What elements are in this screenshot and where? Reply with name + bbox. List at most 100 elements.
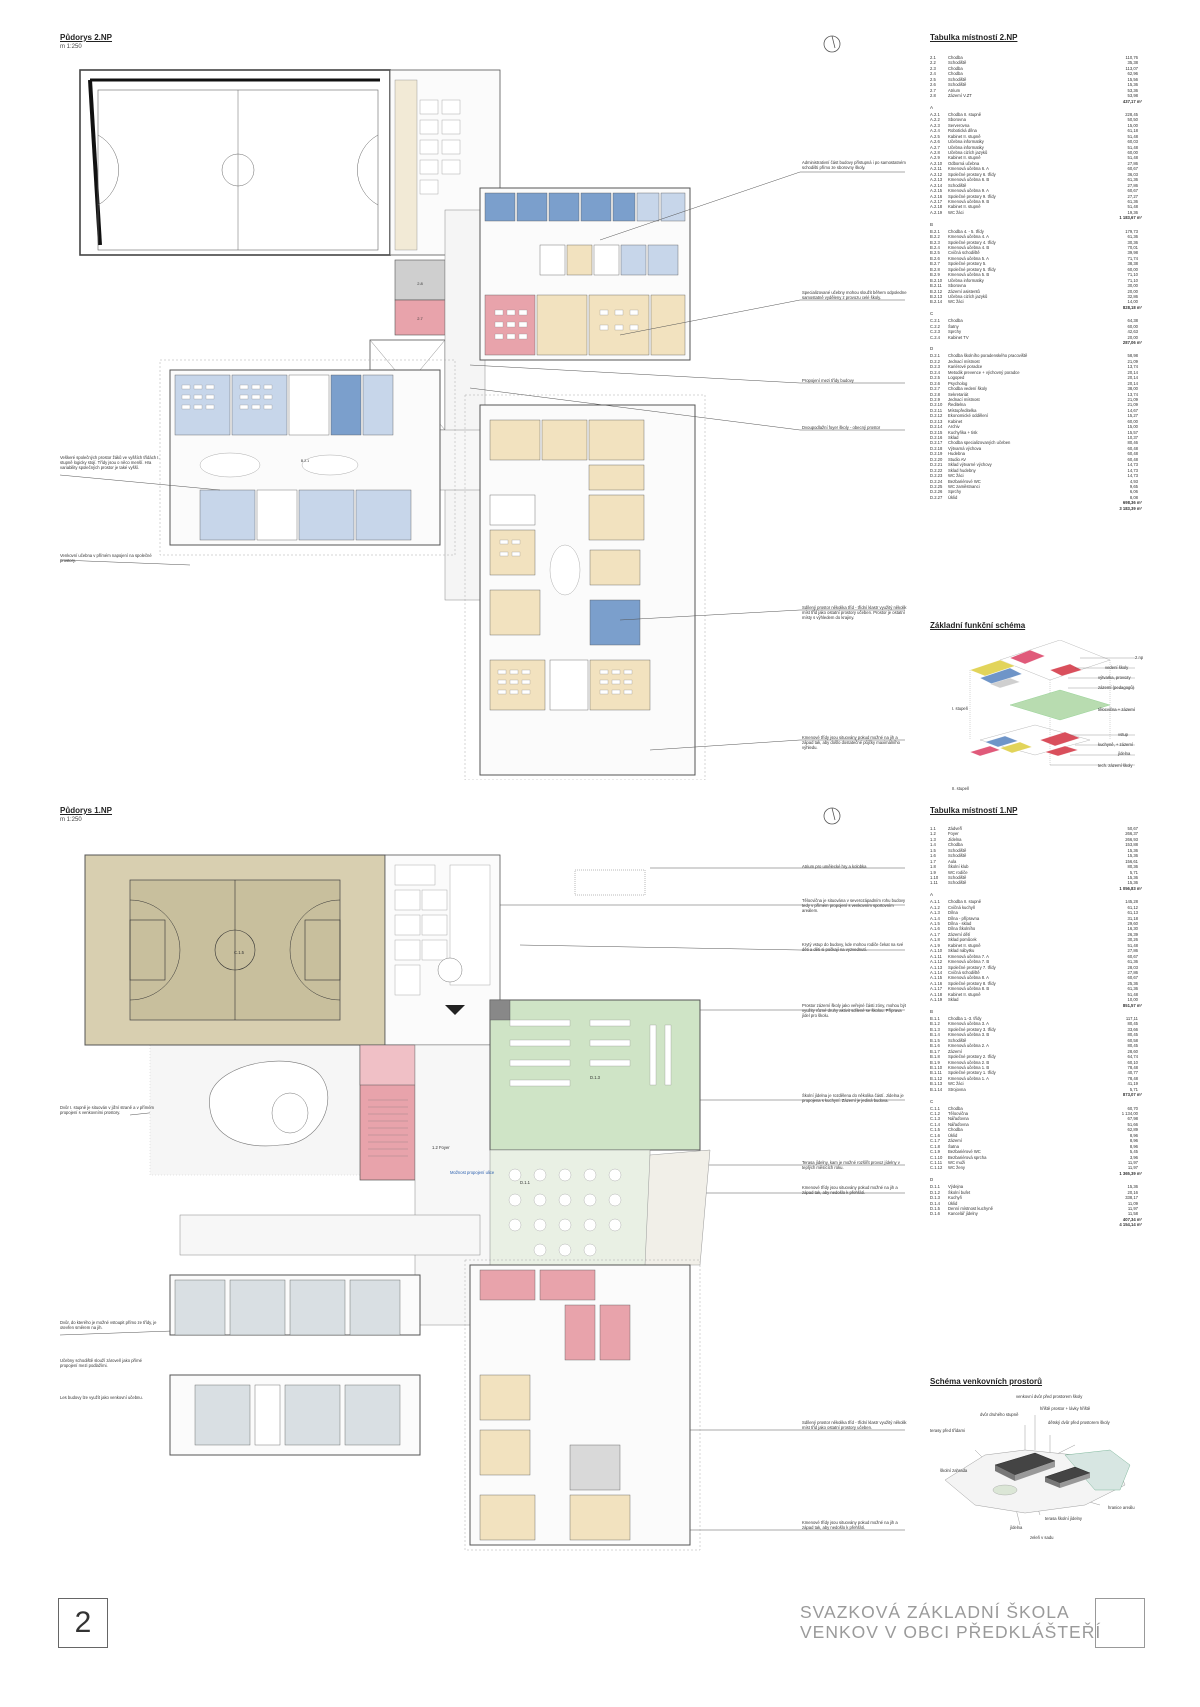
room-name: Kabinet II. stupně: [948, 942, 981, 948]
room-area: 78,48: [1127, 1064, 1138, 1070]
schema-functional-title: Základní funkční schéma: [930, 621, 1026, 630]
room-area: 27,86: [1127, 182, 1138, 188]
room-group-total: 1 365,39 m²: [1119, 1170, 1142, 1176]
room-area: 6,06: [1129, 489, 1138, 495]
room-area: 117,11: [1125, 1016, 1138, 1021]
room-code: B.1.4: [930, 1032, 940, 1038]
room-name: Úklid: [948, 1200, 958, 1206]
room-code: D.2.21: [930, 462, 943, 468]
room-area: 8,96: [1129, 1132, 1138, 1138]
room-area: 20,00: [1127, 334, 1138, 340]
room-code: B.1.6: [930, 1043, 940, 1049]
room-code: A.1.18: [930, 991, 943, 997]
room-code: C.1.3: [930, 1116, 941, 1122]
room-code: D.2.4: [930, 369, 941, 375]
room-area: 11,97: [1127, 1159, 1138, 1165]
schema-label: II. stupeň: [952, 786, 970, 791]
room-grand-total: 4 154,14 m²: [1119, 1222, 1142, 1228]
room-name: Kabinet II. stupně: [948, 204, 981, 210]
room-name: Místopředitelka: [948, 407, 977, 413]
schema-label: tělocvična + zázemí: [1098, 707, 1135, 712]
room-area: 78,48: [1127, 1075, 1138, 1081]
room-area: 21,09: [1127, 396, 1138, 402]
room-code: 1.4: [930, 842, 936, 848]
room-code: D.2.18: [930, 445, 943, 451]
room-name: Kabinet II. stupně: [948, 991, 981, 997]
room-code: D.2.16: [930, 435, 943, 440]
room-code: B.1.13: [930, 1081, 943, 1087]
room-name: Zázemí asistentů: [948, 288, 980, 294]
room-group-total: 873,07 m²: [1122, 1092, 1142, 1098]
room-name: Atrium: [948, 87, 961, 93]
room-code: D.1.6: [930, 1211, 941, 1217]
plan1-note: Terasa jídelny, kam je možné rozšířit pr…: [802, 1160, 900, 1171]
room-area: 15,36: [1127, 82, 1138, 88]
room-name: WC žáci: [948, 299, 964, 305]
room-area: 60,03: [1127, 139, 1138, 145]
room-code: A.2.17: [930, 198, 943, 204]
room-code: C.1.6: [930, 1132, 941, 1138]
plan1-note: Krytý vstup do budovy, kde mohou rodiče …: [802, 942, 904, 953]
room-name: Kmenová učebna 6. B: [948, 177, 990, 183]
plan1-scale: m 1:250: [60, 817, 82, 823]
room-area: 53,36: [1127, 87, 1138, 93]
room-name: Kabinet II. stupně: [948, 155, 981, 161]
room-area: 38,38: [1127, 261, 1138, 267]
room-name: Kmenová učebna 6. A: [948, 166, 989, 172]
room-area: 33,66: [1127, 1026, 1138, 1032]
room-code: D.2.6: [930, 380, 941, 386]
room-area: 61,36: [1127, 198, 1138, 204]
plan2-note: Specializované učebny mohou sloužit běhe…: [802, 290, 907, 301]
floor-plan-2np: 2.8 2.7: [79, 69, 706, 780]
room-area: 42,63: [1127, 329, 1138, 335]
room-area: 51,48: [1127, 155, 1138, 161]
room-name: Chodba II. stupně: [948, 111, 982, 117]
sheet-number: 2: [74, 1606, 92, 1639]
room-area: 21,09: [1127, 402, 1138, 408]
room-name: Schodiště: [948, 853, 967, 859]
room-area: 60,58: [1127, 1037, 1138, 1043]
room-name: Školní bufet: [948, 1189, 971, 1195]
room-area: 5,71: [1129, 869, 1138, 875]
outdoor-label: hranice areálu: [1108, 1505, 1135, 1510]
room-code: A.2.11: [930, 166, 942, 172]
room-area: 71,74: [1127, 255, 1138, 261]
room-code: B.2.9: [930, 272, 940, 278]
project-title-line-2: VENKOV V OBCI PŘEDKLÁŠTEŘÍ: [800, 1622, 1102, 1642]
room-area: 14,73: [1127, 473, 1138, 479]
room-area: 27,86: [1127, 948, 1138, 954]
room-name: Tělocvična: [948, 1111, 969, 1116]
svg-text:2.7: 2.7: [417, 316, 423, 321]
room-name: Chodba: [948, 842, 963, 848]
room-name: Strojovna: [948, 1086, 966, 1092]
room-area: 15,36: [1127, 874, 1138, 880]
room-area: 36,03: [1127, 171, 1138, 177]
room-area: 4,93: [1129, 478, 1138, 484]
room-name: Zádveří: [948, 826, 963, 831]
room-area: 14,73: [1127, 467, 1138, 473]
room-area: 60,67: [1127, 188, 1138, 194]
room-area: 156,61: [1125, 858, 1138, 864]
room-name: Chodba 4. - 5. třídy: [948, 228, 984, 234]
